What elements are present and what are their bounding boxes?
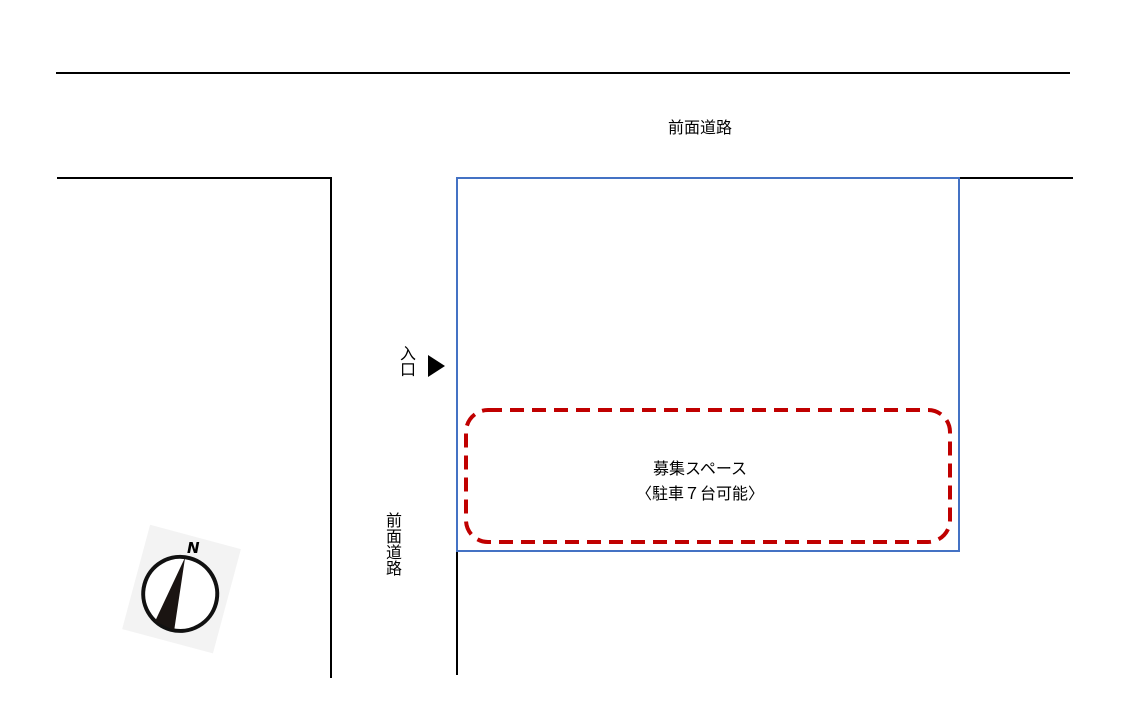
recruit-space-title: 募集スペース bbox=[652, 459, 748, 478]
compass-icon bbox=[122, 524, 241, 654]
entrance-arrow-icon bbox=[428, 355, 445, 377]
recruit-space-detail: 〈駐車７台可能〉 bbox=[635, 484, 764, 503]
compass-north-label: N bbox=[187, 539, 200, 557]
recruit-area[interactable] bbox=[464, 408, 952, 544]
top-road-label: 前面道路 bbox=[667, 118, 732, 137]
side-road-label: 前面道路 bbox=[383, 512, 402, 576]
entrance-label: 入口 bbox=[397, 345, 416, 377]
road-edge-left-block bbox=[57, 177, 332, 678]
lot-outline bbox=[456, 177, 960, 552]
